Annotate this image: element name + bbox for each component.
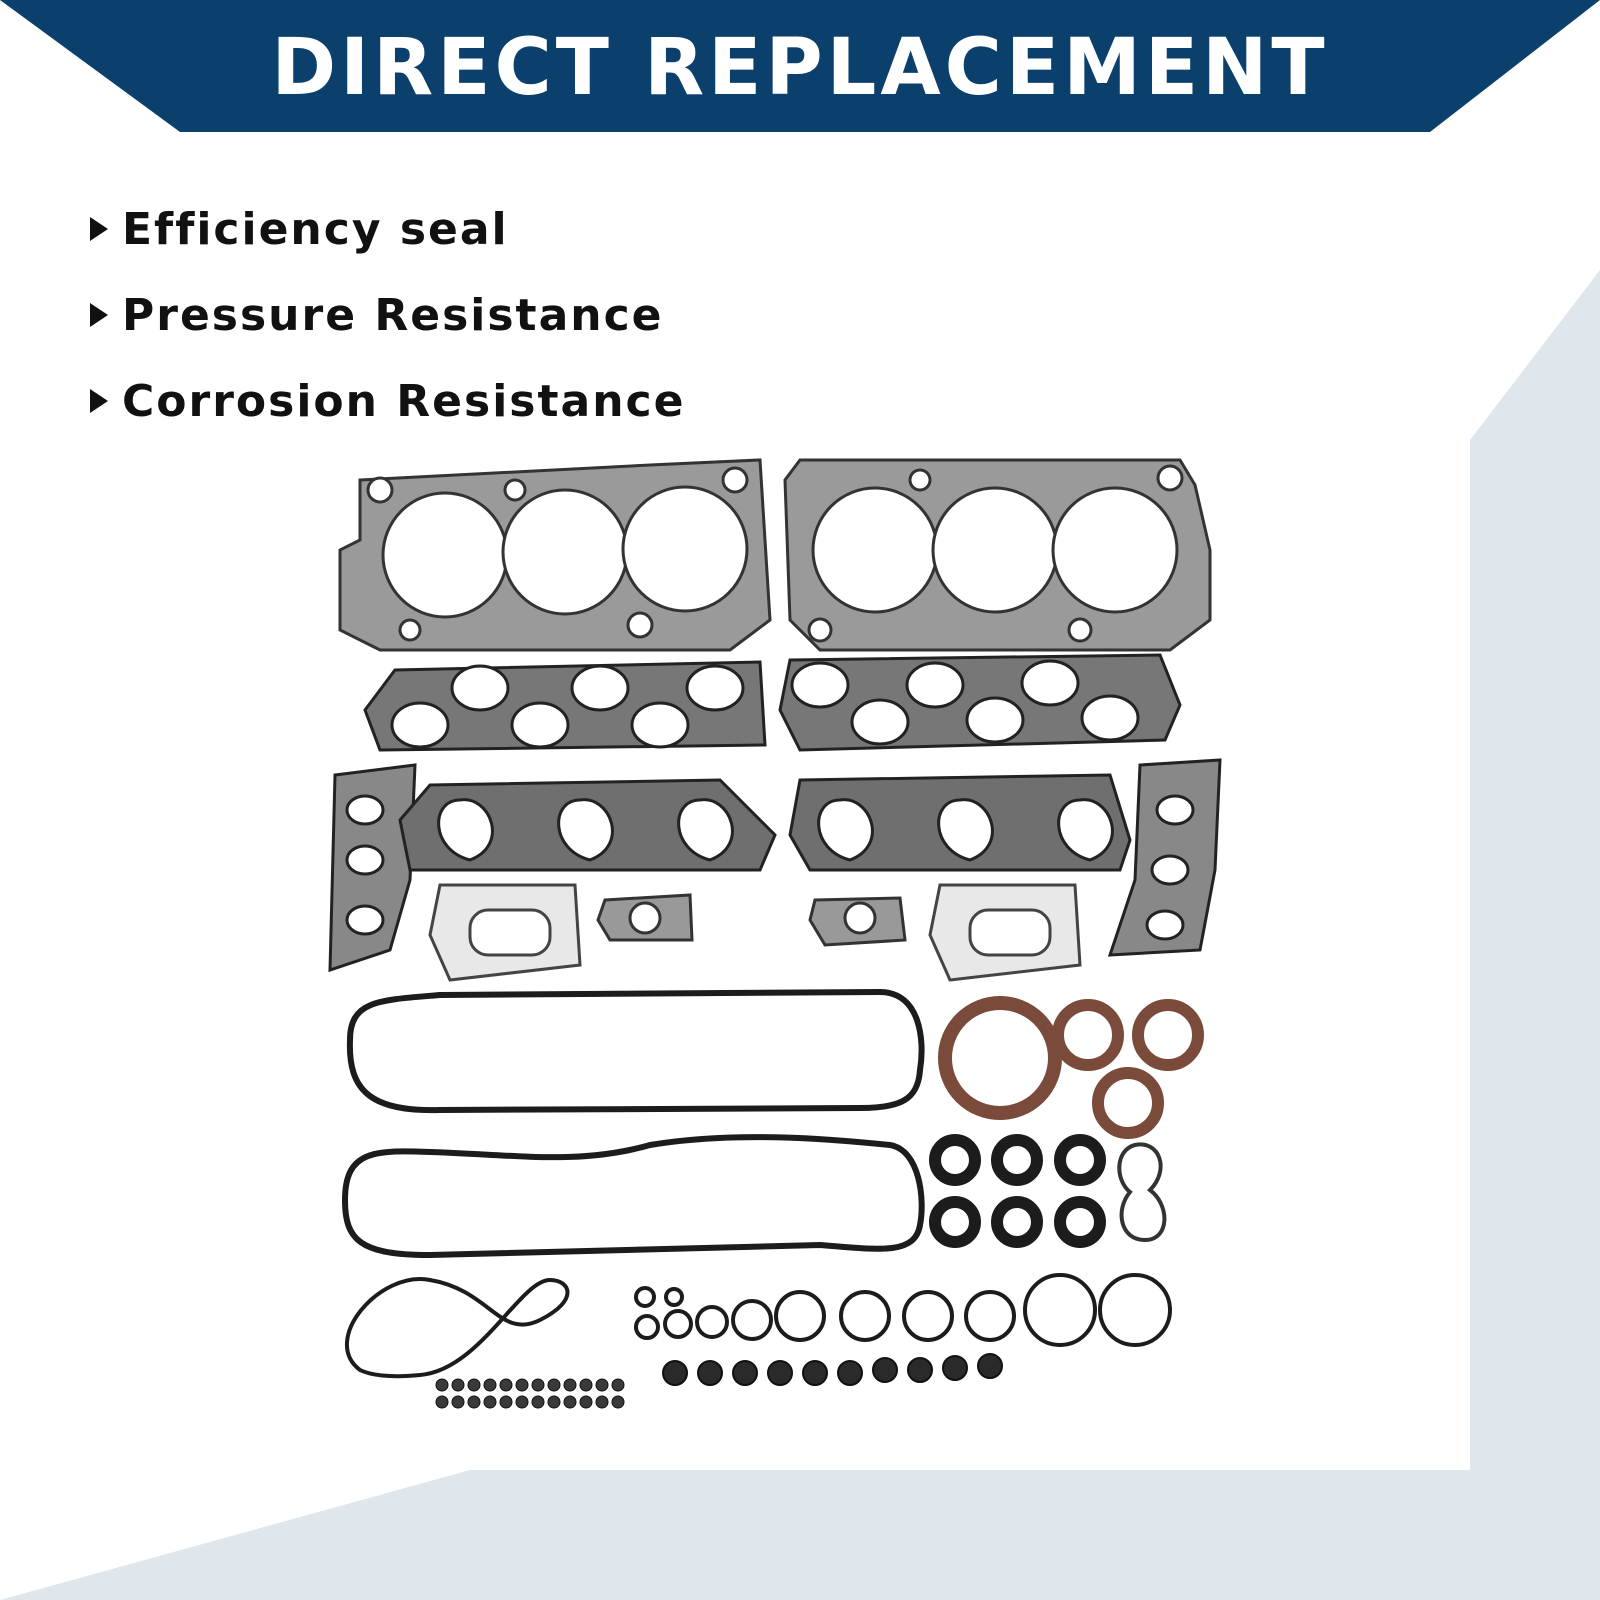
triangle-bullet-icon xyxy=(90,217,108,241)
header-banner xyxy=(0,0,1600,132)
triangle-bullet-icon xyxy=(90,303,108,327)
valve-cover-gasket-lower xyxy=(341,1134,925,1259)
bottom-accent-shape xyxy=(0,1470,1600,1600)
o-rings xyxy=(634,1273,1172,1347)
lower-gasket-right xyxy=(788,773,1132,872)
intake-gasket-left xyxy=(363,660,767,752)
loop-seal xyxy=(344,1277,570,1379)
feature-item: Efficiency seal xyxy=(90,186,685,272)
intake-gasket-right xyxy=(778,653,1182,752)
side-gasket-left xyxy=(328,763,417,973)
feature-label: Corrosion Resistance xyxy=(122,375,686,427)
feature-label: Efficiency seal xyxy=(122,203,509,255)
feature-label: Pressure Resistance xyxy=(122,289,664,341)
exhaust-gasket-left xyxy=(428,883,582,982)
lower-gasket-left xyxy=(398,778,777,872)
crank-seal-large xyxy=(938,996,1062,1120)
feature-list: Efficiency seal Pressure Resistance Corr… xyxy=(90,186,685,444)
gasket-kit-image xyxy=(328,458,1222,1409)
head-gasket-left xyxy=(338,458,772,652)
valve-cover-gasket-upper xyxy=(346,988,925,1114)
right-accent-shape xyxy=(1470,270,1600,1600)
small-gasket-left xyxy=(596,893,694,942)
cam-seal-cluster xyxy=(435,1378,625,1409)
small-gasket-right xyxy=(808,896,907,947)
crank-seal-small xyxy=(1052,999,1204,1139)
triangle-bullet-icon xyxy=(90,389,108,413)
figure-eight-seal xyxy=(1117,1142,1167,1243)
feature-item: Corrosion Resistance xyxy=(90,358,685,444)
tube-seals xyxy=(929,1134,1106,1248)
feature-item: Pressure Resistance xyxy=(90,272,685,358)
exhaust-gasket-right xyxy=(928,883,1082,982)
valve-stem-seals xyxy=(662,1353,1003,1386)
head-gasket-right xyxy=(783,458,1212,652)
side-gasket-right xyxy=(1107,758,1222,957)
banner-title: DIRECT REPLACEMENT xyxy=(271,23,1329,113)
